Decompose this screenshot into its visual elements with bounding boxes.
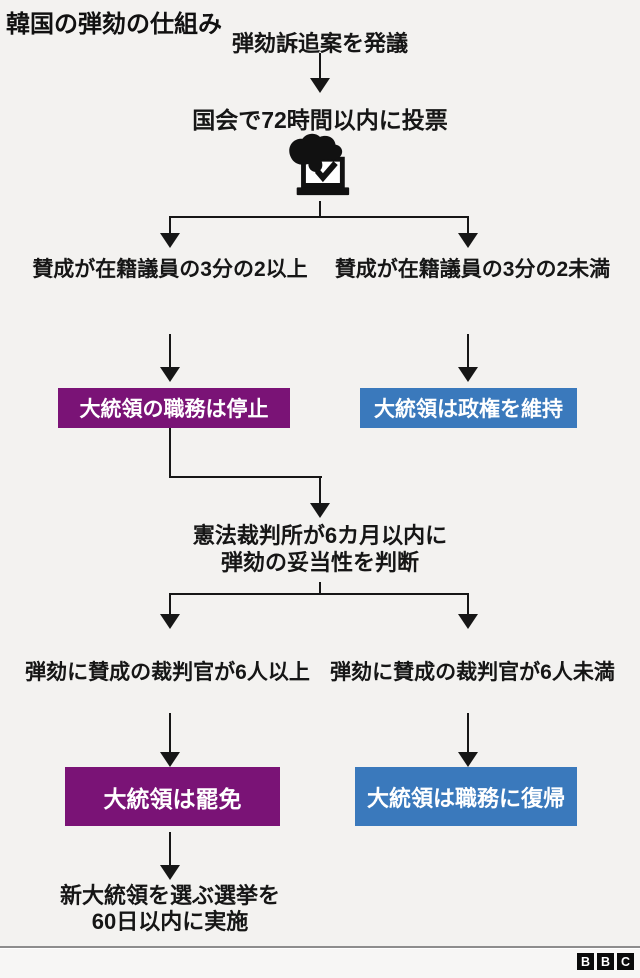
election-line1: 新大統領を選ぶ選挙を (59, 883, 280, 908)
connector-to-reinstated-box (467, 713, 469, 753)
arrowhead (310, 503, 330, 518)
connector-to-election (169, 832, 171, 866)
connector-to-suspend-box (169, 334, 171, 368)
branch2-horizontal-line (169, 593, 469, 595)
arrowhead (458, 614, 478, 629)
footer-divider-highlight (0, 948, 640, 949)
court-step-line1: 憲法裁判所が6カ月以内に (192, 523, 448, 548)
label-two-thirds-or-more: 賛成が在籍議員の3分の2以上 (32, 258, 308, 281)
branch1-horizontal-line (169, 216, 469, 218)
connector-start-to-vote (319, 53, 321, 79)
connector-to-removed-box (169, 713, 171, 753)
connector-icon-to-branch1 (319, 201, 321, 217)
arrowhead (160, 752, 180, 767)
arrowhead (458, 752, 478, 767)
elbow-horizontal-line (169, 476, 322, 478)
elbow-drop-line (319, 476, 321, 504)
arrowhead (458, 233, 478, 248)
page-title: 韓国の弾劾の仕組み (6, 11, 222, 38)
branch1-right-line (467, 217, 469, 234)
elbow-down-line (169, 428, 171, 478)
arrowhead (160, 865, 180, 880)
arrowhead (160, 233, 180, 248)
outcome-box-returns-to-duties: 大統領は職務に復帰 (355, 767, 577, 826)
arrowhead (310, 78, 330, 93)
branch2-left-line (169, 594, 171, 615)
connector-court-to-branch2 (319, 582, 321, 594)
bbc-logo-letter: B (597, 953, 614, 970)
outcome-box-duties-suspended: 大統領の職務は停止 (58, 388, 290, 428)
node-impeachment-motion: 弾劾訴追案を発議 (231, 31, 408, 56)
arrowhead (160, 367, 180, 382)
outcome-box-president-removed: 大統領は罷免 (65, 767, 280, 826)
election-line2: 60日以内に実施 (91, 909, 249, 934)
arrowhead (458, 367, 478, 382)
court-step-line2: 弾劾の妥当性を判断 (220, 550, 419, 575)
arrowhead (160, 614, 180, 629)
label-six-or-more-judges: 弾劾に賛成の裁判官が6人以上 (25, 661, 310, 684)
outcome-box-retains-power: 大統領は政権を維持 (360, 388, 577, 428)
label-less-than-two-thirds: 賛成が在籍議員の3分の2未満 (334, 258, 611, 281)
connector-to-maintain-box (467, 334, 469, 368)
footer-bar: B B C (0, 949, 640, 978)
ballot-box-hand-icon (286, 133, 354, 204)
branch2-right-line (467, 594, 469, 615)
footer-divider (0, 946, 640, 948)
bbc-logo-letter: C (617, 953, 634, 970)
bbc-logo-letter: B (577, 953, 594, 970)
node-constitutional-court: 憲法裁判所が6カ月以内に 弾劾の妥当性を判断 (0, 522, 640, 576)
node-assembly-vote: 国会で72時間以内に投票 (192, 107, 448, 133)
branch1-left-line (169, 217, 171, 234)
node-new-election: 新大統領を選ぶ選挙を 60日以内に実施 (10, 883, 330, 935)
label-fewer-than-six-judges: 弾劾に賛成の裁判官が6人未満 (330, 661, 615, 684)
bbc-logo: B B C (577, 953, 634, 970)
